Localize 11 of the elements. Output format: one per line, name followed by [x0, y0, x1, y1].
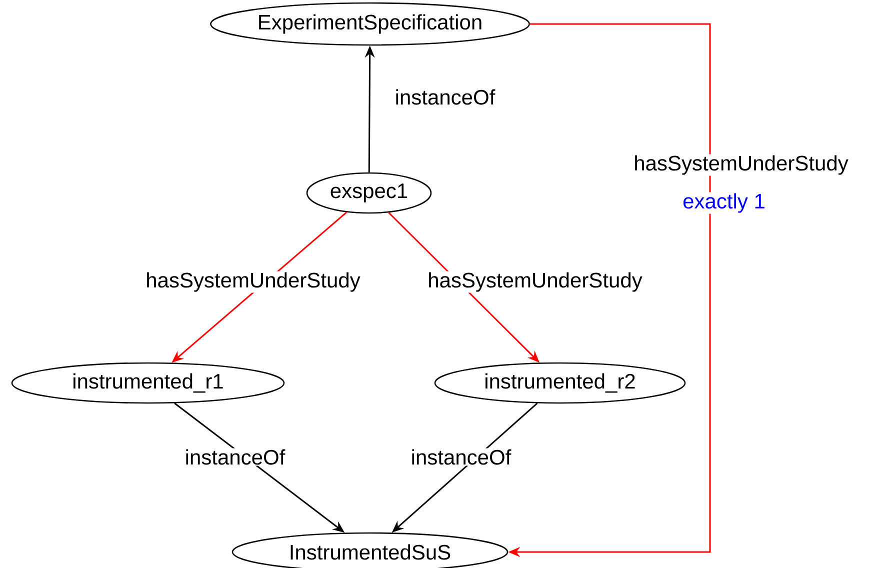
edge-label: instanceOf: [394, 88, 496, 106]
edge-label: hasSystemUnderStudy: [144, 271, 362, 293]
ellipse-node: exspec1: [306, 172, 432, 214]
edge-label: instanceOf: [410, 448, 512, 466]
ellipse-node: instrumented_r2: [434, 362, 686, 404]
edge-label: hasSystemUnderStudy: [632, 154, 850, 176]
ellipse-node: ExperimentSpecification: [210, 2, 530, 46]
edge-label: instanceOf: [184, 448, 286, 466]
edge-label: hasSystemUnderStudy: [426, 271, 644, 293]
ellipse-node: instrumented_r1: [11, 362, 285, 404]
cardinality-label: exactly 1: [682, 192, 766, 214]
